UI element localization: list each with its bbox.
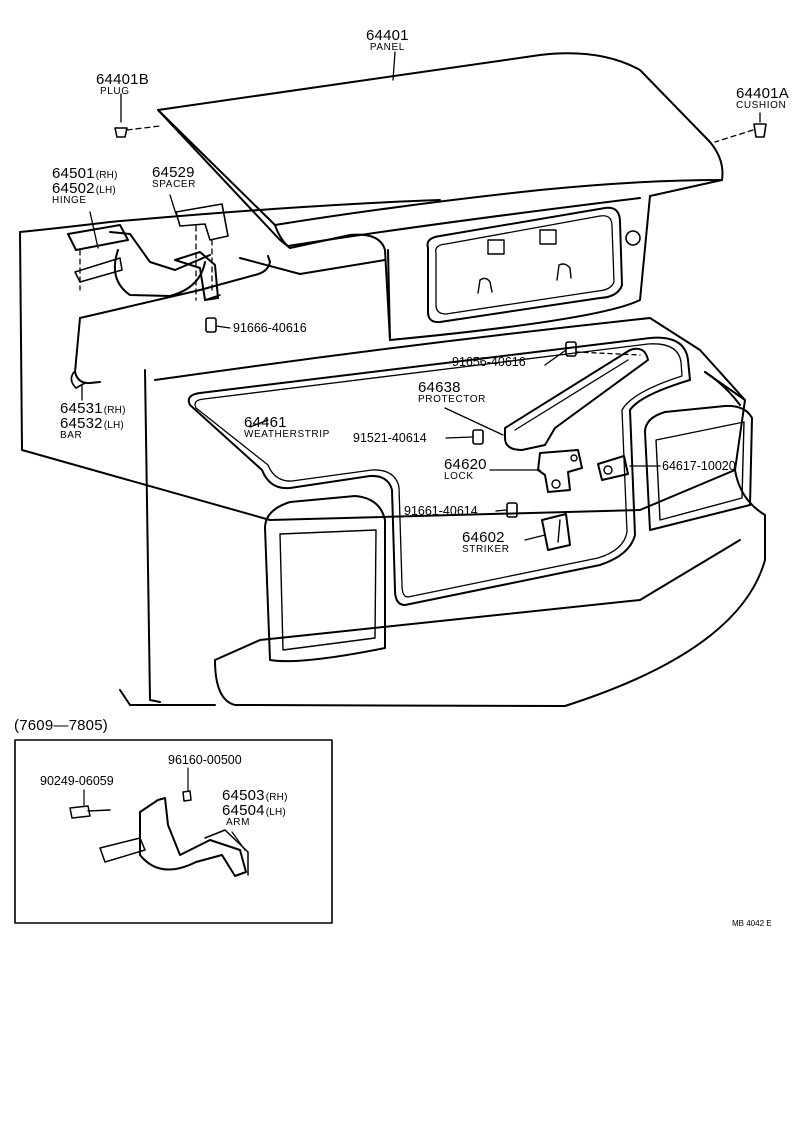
part-number: 64401A [736, 85, 789, 102]
label-bolt-protector: 91521-40614 [353, 431, 427, 445]
label-inset-nut: 96160-00500 [168, 753, 242, 767]
label-weatherstrip: 64461 WEATHERSTRIP [244, 415, 330, 440]
part-number: 64602 [462, 529, 505, 546]
part-number-rh: 64501 [52, 165, 95, 182]
suffix-rh: (RH) [95, 170, 118, 181]
part-number: 64461 [244, 414, 287, 431]
part-name: ARM [226, 817, 251, 828]
protector-part [504, 347, 649, 451]
suffix-lh: (LH) [95, 185, 116, 196]
part-name: PROTECTOR [418, 394, 486, 405]
label-striker: 64602 STRIKER [462, 530, 510, 555]
part-name: BAR [60, 430, 83, 441]
part-number-lh: 64502 [52, 180, 95, 197]
part-number-rh: 64503 [222, 787, 265, 804]
part-name: SPACER [152, 179, 196, 190]
part-name: PANEL [369, 42, 405, 53]
hinge [67, 224, 221, 301]
part-name: LOCK [444, 471, 474, 482]
suffix-rh: (RH) [265, 792, 288, 803]
suffix-lh: (LH) [265, 807, 286, 818]
label-panel: 64401 PANEL [366, 28, 409, 53]
inset-frame [14, 739, 333, 924]
inset-arm-assembly [69, 767, 249, 877]
label-bolt-hinge: 91666-40616 [233, 321, 307, 335]
part-number-rh: 64531 [60, 400, 103, 417]
label-lock: 64620 LOCK [444, 457, 487, 482]
part-number: 64620 [444, 456, 487, 473]
suffix-rh: (RH) [103, 405, 126, 416]
car-rear-body [19, 199, 766, 707]
suffix-lh: (LH) [103, 420, 124, 431]
trunk-lid-panel [157, 52, 724, 341]
part-name: CUSHION [736, 100, 787, 111]
lock-cylinder-part [597, 455, 629, 481]
part-name: WEATHERSTRIP [244, 429, 330, 440]
label-cushion: 64401A CUSHION [736, 86, 789, 111]
spacer-part [175, 203, 229, 241]
part-name: STRIKER [462, 544, 510, 555]
inset-date-range: (7609—7805) [14, 717, 108, 734]
part-name: HINGE [52, 195, 87, 206]
label-lock-cylinder: 64617-10020 [662, 459, 736, 473]
tail-light-right [644, 404, 753, 531]
label-inset-bolt: 90249-06059 [40, 774, 114, 788]
diagram-code: MB 4042 E [732, 919, 772, 928]
label-inset-arm: 64503(RH) 64504(LH) ARM [222, 788, 288, 828]
striker-part [541, 513, 571, 551]
part-name: PLUG [100, 86, 130, 97]
label-spacer: 64529 SPACER [152, 165, 196, 190]
part-number: 64401B [96, 71, 149, 88]
lock-part [537, 449, 583, 493]
label-protector: 64638 PROTECTOR [418, 380, 486, 405]
leader-lines [79, 51, 761, 541]
weatherstrip [187, 336, 691, 606]
part-number: 64638 [418, 379, 461, 396]
tail-light-left [264, 495, 386, 663]
part-number: 64529 [152, 164, 195, 181]
label-hinge: 64501(RH) 64502(LH) HINGE [52, 166, 118, 206]
torsion-bar [70, 255, 386, 389]
label-bar: 64531(RH) 64532(LH) BAR [60, 401, 126, 441]
label-plug: 64401B PLUG [96, 72, 149, 97]
label-bolt-lock-top: 91656-40616 [452, 355, 526, 369]
label-bolt-striker: 91661-40614 [404, 504, 478, 518]
fastener-icons [114, 123, 767, 518]
part-number-lh: 64532 [60, 415, 103, 432]
part-number-lh: 64504 [222, 802, 265, 819]
part-number: 64401 [366, 27, 409, 44]
